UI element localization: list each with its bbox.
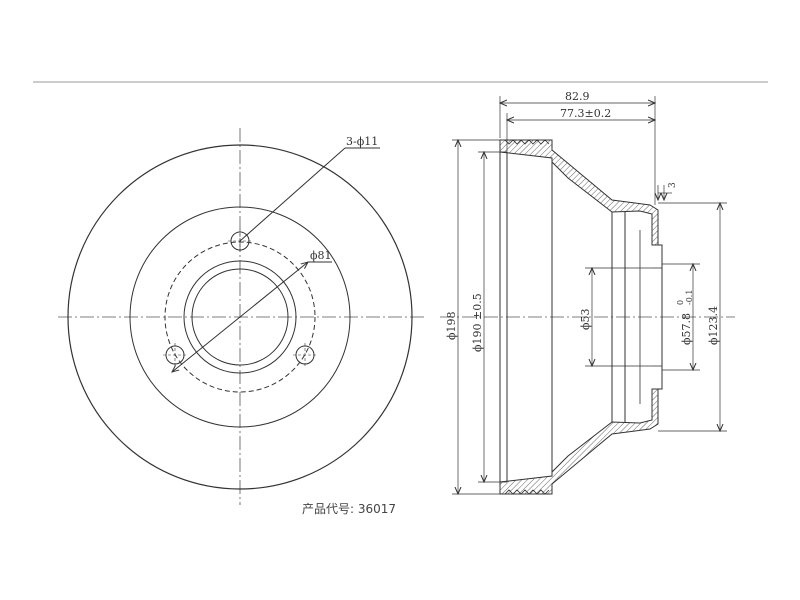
hole-callout: 3-ϕ11 <box>346 135 378 148</box>
side-view <box>440 96 735 494</box>
flange-circle <box>129 206 351 428</box>
label-pilot-bore: ϕ57.8 <box>680 313 693 345</box>
product-code-caption: 产品代号: 36017 <box>302 500 396 517</box>
label-flange-depth: 77.3±0.2 <box>560 107 611 120</box>
bottom-wall-section <box>499 388 659 495</box>
product-code-value: 36017 <box>357 502 397 516</box>
label-pilot-tol-upper: 0 <box>676 300 685 305</box>
label-outer-diameter: ϕ198 <box>445 312 458 341</box>
label-mount-diameter: ϕ123.4 <box>707 306 720 345</box>
label-hub-bore: ϕ53 <box>579 309 592 331</box>
product-code-label: 产品代号: <box>302 502 355 516</box>
label-overall-depth: 82.9 <box>565 90 590 103</box>
bolt-hole-right <box>293 343 317 367</box>
bottom-serration <box>504 489 550 495</box>
outer-drum-circle <box>67 144 413 490</box>
hole-leader-line <box>239 147 346 242</box>
top-serration <box>504 139 550 145</box>
top-wall-section <box>499 139 659 246</box>
bolt-circle-leader-line <box>172 262 308 372</box>
label-braking-diameter: ϕ190 ±0.5 <box>471 293 484 352</box>
hub-bore <box>652 244 663 390</box>
front-view <box>58 128 425 505</box>
label-thickness: 3 <box>668 182 678 188</box>
label-pilot-tol-lower: -0.1 <box>685 290 694 305</box>
bolt-circle-callout: ϕ81 <box>310 249 332 262</box>
